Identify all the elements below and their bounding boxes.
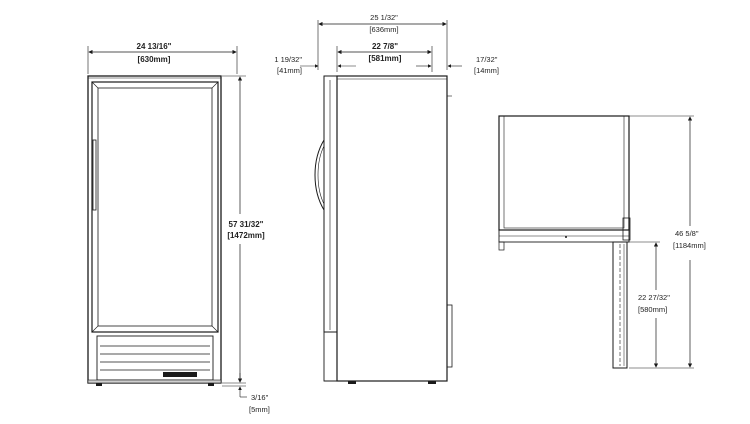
- top-view: 46 5/8" [1184mm] 22 27/32" [580mm]: [498, 115, 706, 369]
- hinge: [622, 217, 631, 241]
- rear-compressor: [446, 304, 453, 368]
- front-height-inches: 57 31/32": [229, 220, 264, 229]
- side-overall-mm: [636mm]: [369, 25, 398, 34]
- side-view: 25 1/32" [636mm] 22 7/8" [581mm] 1 19/32…: [274, 13, 499, 384]
- door-handle: [92, 139, 97, 211]
- foot-right: [208, 383, 214, 386]
- side-foot-rear: [428, 381, 436, 384]
- door-swing-mm: [580mm]: [638, 305, 667, 314]
- door-thickness-mm: [41mm]: [277, 66, 302, 75]
- side-base: [323, 331, 338, 382]
- front-width-mm: [630mm]: [138, 55, 171, 64]
- brand-plate: [163, 372, 197, 377]
- rear-offset-inches: 17/32": [476, 55, 498, 64]
- rear-offset-mm: [14mm]: [474, 66, 499, 75]
- leg-height-mm: [5mm]: [249, 405, 270, 414]
- front-height-mm: [1472mm]: [227, 231, 265, 240]
- door-swing-inches: 22 27/32": [638, 293, 670, 302]
- side-foot-front: [348, 381, 356, 384]
- door-glass: [97, 87, 213, 327]
- cabinet-outline: [87, 75, 222, 384]
- side-door: [323, 75, 338, 333]
- door-thickness-inches: 1 19/32": [274, 55, 302, 64]
- side-cabinet-inches: 22 7/8": [372, 42, 398, 51]
- top-cabinet: [498, 115, 630, 231]
- front-view: 24 13/16" [630mm] 57 31/32" [1472mm]: [87, 42, 270, 414]
- side-overall-inches: 25 1/32": [370, 13, 398, 22]
- top-depth-mm: [1184mm]: [673, 241, 706, 250]
- door-frame: [91, 81, 219, 333]
- leg-height-inches: 3/16": [251, 393, 269, 402]
- base-strip: [87, 379, 222, 384]
- side-cabinet-body: [336, 75, 448, 382]
- side-cabinet-mm: [581mm]: [369, 54, 402, 63]
- foot-left: [96, 383, 102, 386]
- front-width-inches: 24 13/16": [137, 42, 172, 51]
- top-depth-inches: 46 5/8": [675, 229, 699, 238]
- open-door: [612, 241, 628, 369]
- side-handle: [314, 139, 325, 211]
